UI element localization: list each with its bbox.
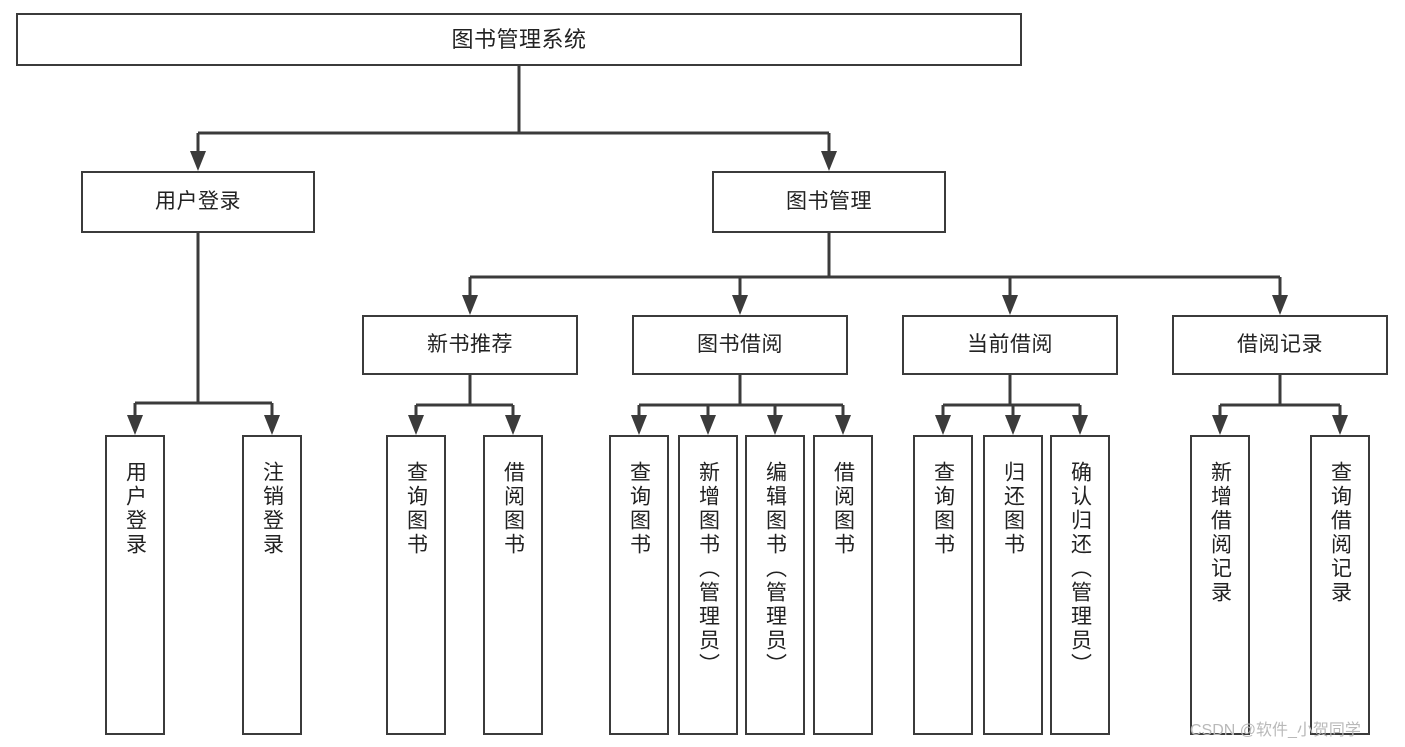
node-leaf-confirm-return[interactable]: 确认归还（管理员）: [1050, 435, 1110, 735]
node-leaf-add-book[interactable]: 新增图书（管理员）: [678, 435, 738, 735]
node-root[interactable]: 图书管理系统: [16, 13, 1022, 66]
node-label: 编辑图书（管理员）: [763, 461, 787, 677]
node-label: 借阅记录: [1237, 332, 1323, 356]
node-leaf-logout[interactable]: 注销登录: [242, 435, 302, 735]
node-new-book-recommend[interactable]: 新书推荐: [362, 315, 578, 375]
node-book-manage[interactable]: 图书管理: [712, 171, 946, 233]
node-leaf-edit-book[interactable]: 编辑图书（管理员）: [745, 435, 805, 735]
node-book-borrow[interactable]: 图书借阅: [632, 315, 848, 375]
node-label: 确认归还（管理员）: [1068, 461, 1092, 677]
node-label: 注销登录: [260, 461, 284, 557]
node-label: 查询图书: [627, 461, 651, 557]
node-leaf-query-book-2[interactable]: 查询图书: [609, 435, 669, 735]
node-label: 用户登录: [155, 189, 241, 213]
node-label: 查询图书: [404, 461, 428, 557]
node-label: 查询借阅记录: [1328, 461, 1352, 605]
node-label: 新增借阅记录: [1208, 461, 1232, 605]
node-label: 当前借阅: [967, 332, 1053, 356]
node-label: 归还图书: [1001, 461, 1025, 557]
node-user-login[interactable]: 用户登录: [81, 171, 315, 233]
watermark: CSDN @软件_小贺同学: [1190, 722, 1361, 739]
node-leaf-query-book-1[interactable]: 查询图书: [386, 435, 446, 735]
node-leaf-query-book-3[interactable]: 查询图书: [913, 435, 973, 735]
node-leaf-user-login[interactable]: 用户登录: [105, 435, 165, 735]
node-leaf-borrow-book-1[interactable]: 借阅图书: [483, 435, 543, 735]
node-label: 图书管理系统: [451, 26, 587, 52]
node-label: 用户登录: [123, 461, 147, 557]
node-leaf-return-book[interactable]: 归还图书: [983, 435, 1043, 735]
node-label: 图书借阅: [697, 332, 783, 356]
node-label: 新增图书（管理员）: [696, 461, 720, 677]
node-current-borrow[interactable]: 当前借阅: [902, 315, 1118, 375]
node-label: 新书推荐: [427, 332, 513, 356]
node-leaf-query-borrow-record[interactable]: 查询借阅记录: [1310, 435, 1370, 735]
node-label: 借阅图书: [831, 461, 855, 557]
node-leaf-borrow-book-2[interactable]: 借阅图书: [813, 435, 873, 735]
node-leaf-add-borrow-record[interactable]: 新增借阅记录: [1190, 435, 1250, 735]
node-label: 借阅图书: [501, 461, 525, 557]
node-borrow-record[interactable]: 借阅记录: [1172, 315, 1388, 375]
node-label: 图书管理: [786, 189, 872, 213]
node-label: 查询图书: [931, 461, 955, 557]
